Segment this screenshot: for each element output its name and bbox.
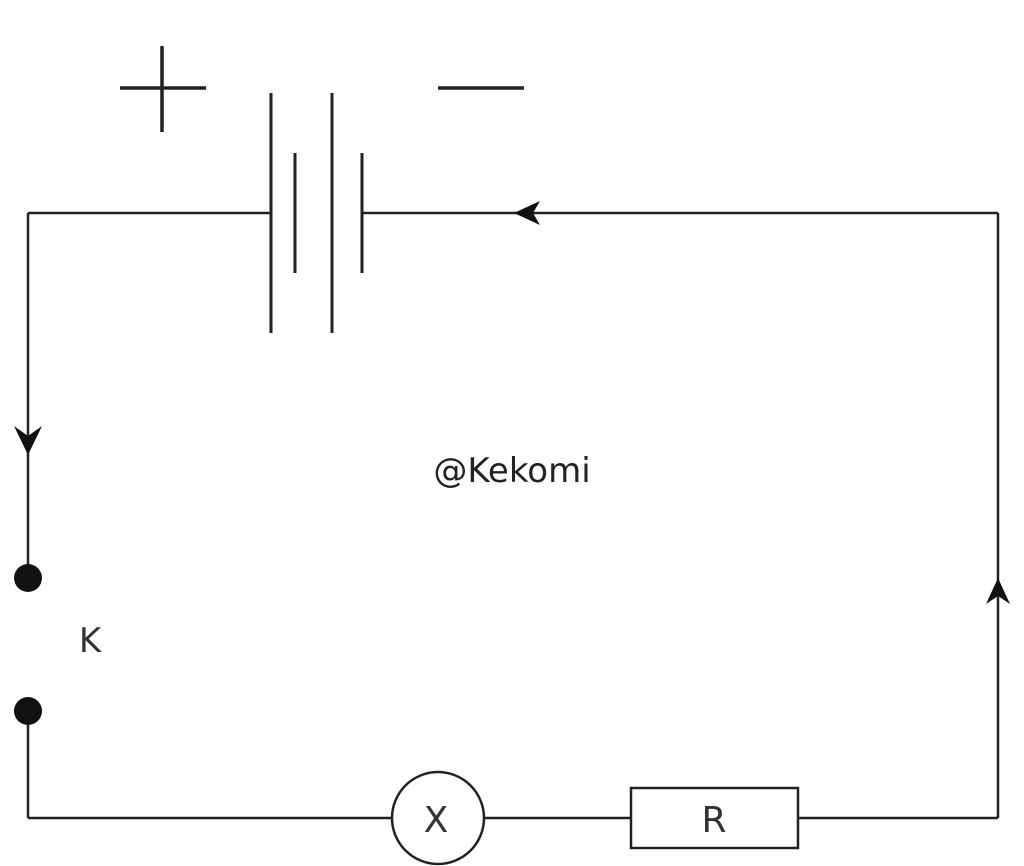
resistor-icon <box>629 786 800 850</box>
current-arrow-icon-left <box>14 426 42 455</box>
battery-icon <box>269 93 364 333</box>
resistor-label: R <box>701 800 726 841</box>
switch-terminal-icon-bottom <box>14 697 42 725</box>
switch-label: K <box>79 621 103 661</box>
current-arrow-icon-right <box>986 578 1010 604</box>
lamp-icon <box>390 770 486 866</box>
switch-terminal-icon-top <box>14 564 42 592</box>
lamp-label: X <box>424 800 449 841</box>
positive-sign-icon <box>120 46 206 132</box>
watermark: @Kekomi <box>433 451 590 491</box>
current-arrow-icon-top <box>514 201 540 225</box>
